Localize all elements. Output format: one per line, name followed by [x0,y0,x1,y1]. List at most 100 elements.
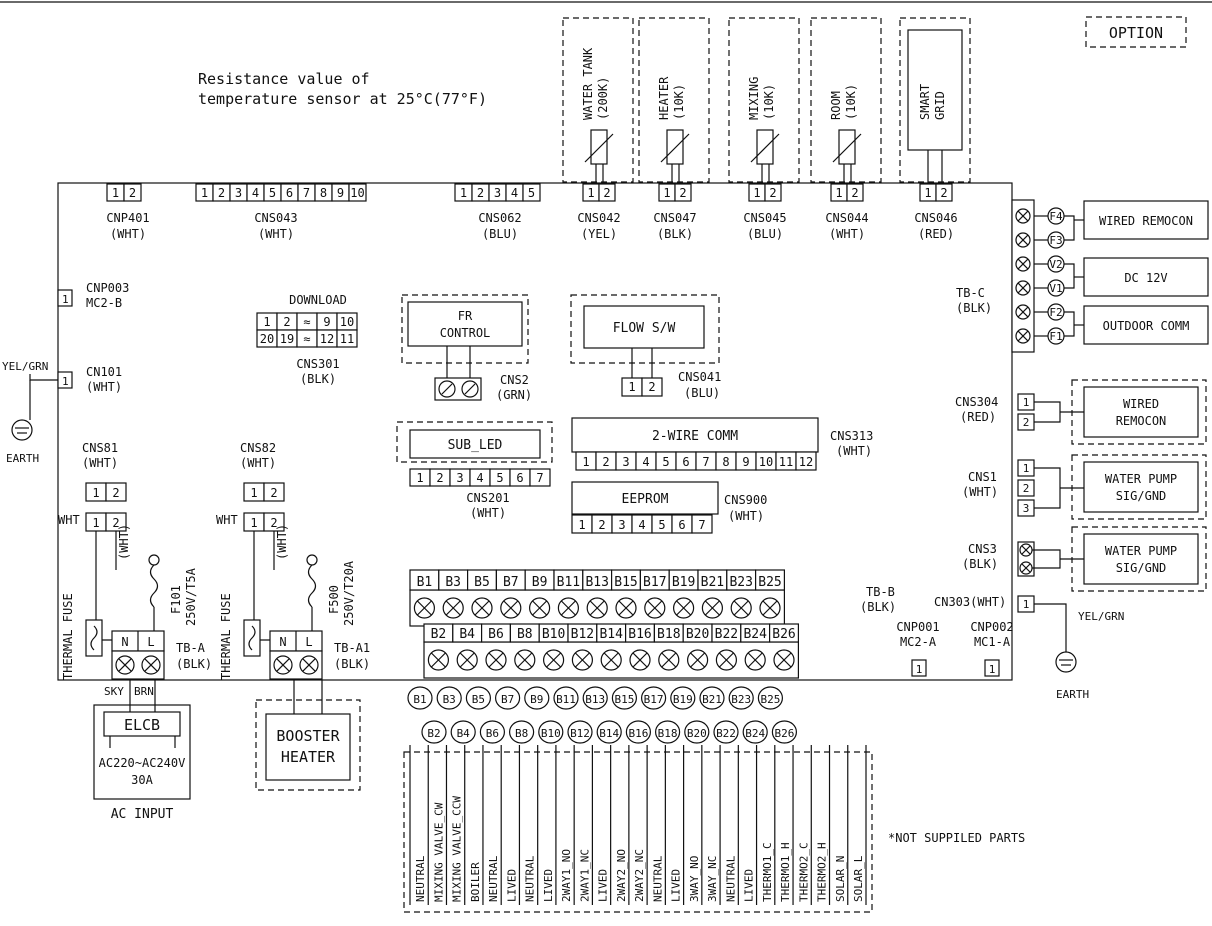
cnp002-sub-label: MC1-A [974,635,1011,649]
tb-b-screw-b2-x2 [430,652,446,668]
cnp002-pin [984,659,1000,677]
wire-label-4: BOILER [469,862,482,902]
cnp003-label: CNP003 [86,281,129,295]
ext-terminal-label-b8: B8 [515,727,528,740]
sensor-2-label-line1: HEATER [657,76,671,120]
sensor-1-conn-pin-label-2: 2 [603,186,610,200]
sensor-5-conn-label: CNS046 [914,211,957,225]
fuse-wht-label: WHT [58,513,80,527]
tb-b-screw-b5-x2 [474,600,490,616]
sensor-5-conn-color: (RED) [918,227,954,241]
cns201-pin-label-7: 7 [536,471,543,485]
tb-b-screw-b12 [571,649,594,671]
tb-b-screw-b26 [773,649,795,671]
download-row2-pin-label-5: 11 [340,332,354,346]
tb-c-screw-v1-x2 [1017,282,1029,294]
ext-terminal-b25 [757,686,784,710]
cns1-wire [1034,467,1061,509]
fuse-element [307,564,317,608]
sensor-2-thermistor-slash [660,133,690,163]
cnp003-sub-label: MC2-B [86,296,122,310]
tb-b-screw-b3-x2 [445,600,461,616]
tb-c-screw-f3 [1015,232,1031,248]
left-yel-grn-label: YEL/GRN [2,360,48,373]
ext-terminal-b1 [407,686,433,710]
tb-c-screw-f4 [1015,208,1031,224]
tb-b-screw-b9 [528,597,551,619]
top-conn-cns043-pin-label-3: 3 [235,186,242,200]
fuse-cns-pin-label-2: 2 [112,486,119,500]
fuse-n-label: N [279,635,286,649]
tb-b-screw-b20 [686,649,709,671]
tb-c-pair-wire-2 [1064,263,1075,289]
ext-terminal-label-b6: B6 [486,727,499,740]
fuse-cns-pin-label-2: 2 [270,486,277,500]
sensor-3-option-box [728,17,800,183]
top-conn-cns043-pin-label-2: 2 [218,186,225,200]
fr-control-line1: FR [458,309,473,323]
sensor-4-thermistor-slash [832,133,862,163]
water-pump-2-box [1083,533,1199,585]
sensor-2-conn-color: (BLK) [657,227,693,241]
tb-b-label-b1: B1 [417,575,433,590]
booster-heater-line1: BOOSTER [276,727,340,745]
wire-label-22: THERMO2_C [797,842,810,902]
wire-label-16: 3WAY_NO [688,856,701,902]
cns043-color: (WHT) [258,227,294,241]
ext-terminal-b2 [421,720,447,744]
cns2-terminal-1-slot [441,383,453,395]
cns201-color-label: (WHT) [470,506,506,520]
top-conn-cns043-pin-label-10: 10 [350,186,364,200]
cns313-pin-label-3: 3 [622,455,629,469]
wire-label-5: NEUTRAL [487,855,500,902]
tb-b-screw-b6 [485,649,507,671]
tb-c-color-label: (BLK) [956,301,992,315]
tb-c-body [1011,199,1035,353]
top-conn-cns062-pin-label-5: 5 [528,186,535,200]
cns2-terminal-2-slot [464,383,476,395]
cns304-pin-1-label: 1 [1023,396,1030,409]
cns201-label: CNS201 [466,491,509,505]
ext-terminal-b7 [495,686,521,710]
fuse-l-label: L [147,635,154,649]
cns3-label: CNS3 [968,542,997,556]
cnp001-pin-label: 1 [916,663,923,676]
sensor-4-conn-pin-label-2: 2 [851,186,858,200]
tb-b-screw-b23 [730,597,752,619]
cns301-color-label: (BLK) [300,372,336,386]
tb-c-node-label-f1: F1 [1049,330,1062,343]
tb-b-screw-b2 [427,649,449,671]
ext-terminal-b26 [771,720,798,744]
cns3-wire [1032,549,1061,569]
sensor-2-conn-pin-label-1: 1 [663,186,670,200]
tb-b-label-b10: B10 [542,627,565,642]
cns1-pin-2-label: 2 [1023,482,1030,495]
ac-input-label: AC INPUT [111,807,174,822]
brn-label: BRN [134,685,154,698]
fuse-element [149,564,159,608]
ext-terminal-label-b5: B5 [472,693,485,706]
ext-terminal-b13 [582,686,608,710]
sensor-4-option-box [810,17,882,183]
tb-b-screw-b7 [500,597,522,619]
sensor-1-conn-pin-2 [598,183,616,202]
sensor-5-conn-pin-2 [935,183,953,202]
tb-c-screw-f1-x2 [1017,330,1029,342]
ext-terminal-b10 [538,720,564,744]
resistance-title-line1: Resistance value of [198,70,370,88]
elcb-box [103,711,181,737]
ext-terminal-label-b26: B26 [774,727,794,740]
wire-label-17: 3WAY_NC [706,856,719,902]
wire-label-20: THERMO1_C [761,842,774,902]
cns1-pin-3-label: 3 [1023,502,1030,515]
tb-b-label-b9: B9 [532,575,548,590]
tb-c-screw-f2 [1015,304,1031,320]
cns041-pin-2 [641,377,663,397]
cns2-color-label: (GRN) [496,388,532,402]
ext-terminal-b19 [670,686,696,710]
wire-label-8: LIVED [542,869,555,902]
cn101-color-label: (WHT) [86,380,122,394]
ext-terminal-label-b20: B20 [687,727,707,740]
